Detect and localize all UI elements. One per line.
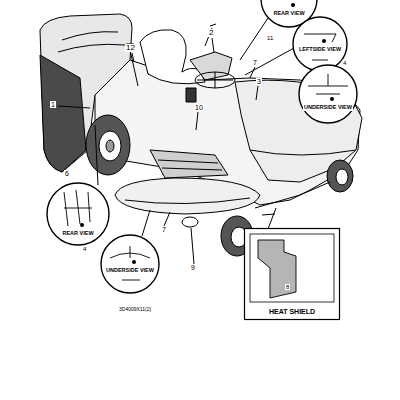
view-title: REAR VIEW: [61, 231, 94, 237]
callout-number: 2: [208, 29, 214, 37]
deck-rim: [125, 198, 250, 204]
seat-cushion: [148, 68, 205, 83]
inset-circle: [299, 65, 357, 123]
leader-line: [132, 53, 134, 62]
hood-line: [250, 150, 356, 155]
fastener-dot: [322, 39, 326, 43]
pedal: [186, 88, 196, 102]
inset-outline: [244, 228, 340, 320]
fastener-dot: [291, 3, 295, 7]
front-axle: [255, 182, 330, 215]
callout-number: 6: [64, 170, 70, 177]
heat-shield-box: HEAT SHIELD: [244, 228, 340, 320]
fastener-dot: [80, 223, 84, 227]
callout-number: 3: [256, 78, 262, 85]
view-line: [142, 210, 150, 236]
view-title: HEAT SHIELD: [268, 308, 316, 315]
inset-circle: [101, 235, 159, 293]
fastener-dot: [132, 260, 136, 264]
callout-number: 11: [266, 35, 274, 41]
view-inset-circle: UNDERSIDE VIEW: [100, 234, 160, 294]
dash-panel: [190, 52, 232, 80]
inset-circle: [293, 17, 347, 71]
inset-box: [245, 229, 340, 320]
inset-outline: [100, 234, 160, 294]
view-title: REAR VIEW: [272, 11, 305, 17]
inset-detail: [64, 190, 92, 226]
callout-number: 4: [82, 246, 87, 252]
inset-detail: [110, 246, 150, 280]
view-inset-circle: REAR VIEW: [46, 182, 110, 246]
view-inset-circle: UNDERSIDE VIEW: [298, 64, 358, 124]
rear-wheel: [86, 115, 130, 175]
gauge-wheel: [182, 217, 198, 227]
fastener-dot: [330, 97, 334, 101]
callout-number: 7: [161, 226, 167, 233]
callout-number: 9: [190, 264, 196, 271]
view-line: [245, 48, 294, 75]
inset-detail: [308, 74, 348, 94]
callout-number: 12: [125, 44, 136, 52]
inset-detail: [258, 240, 296, 298]
mower-deck: [115, 178, 260, 214]
inset-frame: [250, 234, 334, 302]
callout-number: 4: [342, 60, 347, 66]
inset-circle: [47, 183, 109, 245]
callout-number: 7: [252, 59, 258, 66]
seat: [140, 30, 186, 77]
catcher-lid-line: [62, 32, 118, 40]
steering-wheel: [195, 72, 235, 88]
drawing-code: 3D4009X11(2): [118, 307, 152, 312]
callout-number: 8: [285, 284, 290, 290]
view-inset-circle: LEFTSIDE VIEW: [292, 16, 348, 72]
catcher-lid-line: [58, 44, 125, 52]
leader-line: [58, 106, 90, 108]
view-title: UNDERSIDE VIEW: [105, 268, 155, 274]
steering-spoke: [197, 72, 233, 88]
view-title: LEFTSIDE VIEW: [298, 47, 342, 53]
catcher-bag: [40, 55, 86, 172]
leader-line: [191, 228, 194, 264]
rear-hub: [99, 131, 121, 161]
view-line: [95, 125, 98, 185]
leader-line: [212, 38, 214, 52]
callout-number: 1: [50, 101, 56, 108]
front-wheel: [327, 160, 353, 192]
view-line: [240, 18, 268, 60]
leader-line: [250, 67, 255, 78]
front-hub: [336, 169, 348, 185]
leader-line: [256, 86, 258, 100]
leader-line: [196, 112, 198, 130]
throttle-lever: [126, 44, 138, 86]
inset-outline: [298, 64, 358, 124]
view-line: [268, 208, 276, 229]
callout-number: 10: [194, 104, 204, 111]
leader-line: [164, 212, 170, 226]
inset-outline: [292, 16, 348, 72]
lift-lever: [205, 24, 216, 46]
footrest-ridge: [158, 160, 222, 170]
rear-hub-center: [106, 140, 114, 152]
footrest: [150, 150, 228, 178]
view-title: UNDERSIDE VIEW: [303, 105, 353, 111]
